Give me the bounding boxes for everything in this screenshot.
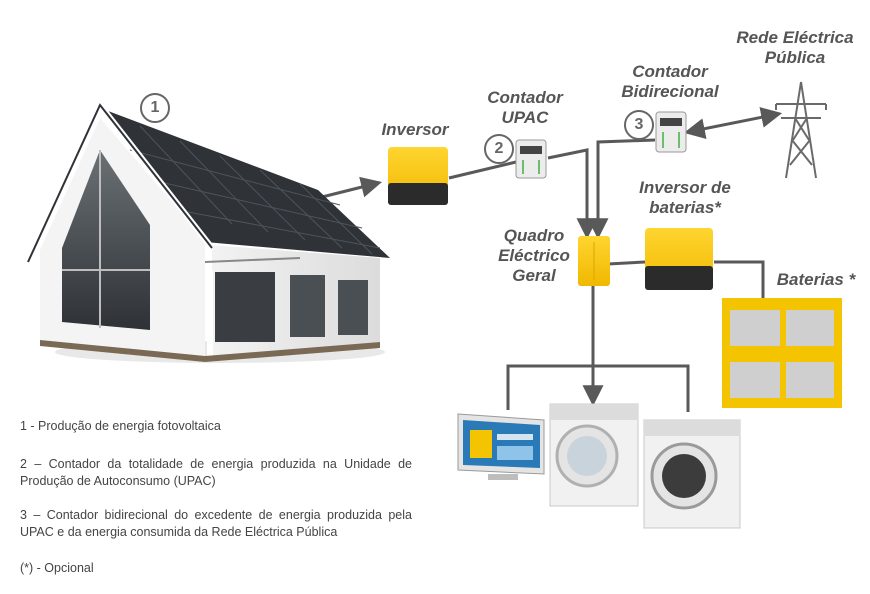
quadro-line-2: Eléctrico	[498, 246, 570, 265]
contador-upac-line-2: UPAC	[501, 108, 549, 127]
inversor-baterias-line-2: baterias*	[649, 198, 721, 217]
dryer-icon	[643, 419, 741, 529]
loads-bus-line	[506, 364, 690, 412]
washing-machine-icon	[549, 403, 639, 507]
inversor-baterias-label: Inversor de baterias*	[625, 178, 745, 218]
baterias-label: Baterias *	[776, 270, 856, 289]
inversor-baterias-line-1: Inversor de	[639, 178, 731, 197]
rede-label: Rede Eléctrica Pública	[725, 28, 865, 68]
contador-upac-line-1: Contador	[487, 88, 563, 107]
contador-bidirecional-line-1: Contador	[632, 62, 708, 81]
rede-line-2: Pública	[764, 48, 826, 67]
contador-upac-label: Contador UPAC	[470, 88, 580, 128]
meter-to-quadro-line	[547, 148, 598, 240]
upac-meter-icon	[515, 139, 547, 179]
contador-bidirecional-line-2: Bidirecional	[621, 82, 719, 101]
contador-bidirecional-label: Contador Bidirecional	[605, 62, 735, 102]
battery-inverter-icon	[645, 228, 713, 290]
house-icon	[25, 99, 390, 363]
quadro-line-1: Quadro	[503, 226, 565, 245]
house-to-inverter-line	[317, 176, 383, 200]
battery-inverter-to-batteries-line	[714, 260, 765, 298]
marker-2: 2	[484, 134, 514, 164]
pylon-icon	[775, 81, 827, 179]
monitor-icon	[457, 413, 545, 480]
quadro-line-3: Geral	[512, 266, 556, 285]
bidir-to-grid-line	[683, 106, 783, 140]
legend-item-3: 3 – Contador bidirecional do excedente d…	[20, 508, 412, 539]
legend-note: (*) - Opcional	[20, 561, 94, 575]
inverter-to-meter-line	[448, 160, 517, 180]
bidir-to-quadro-line	[587, 138, 656, 240]
quadro-to-battery-inverter-line	[607, 260, 646, 266]
marker-3: 3	[624, 110, 654, 140]
connection-lines	[317, 106, 783, 412]
legend-item-2: 2 – Contador da totalidade de energia pr…	[20, 457, 412, 488]
inverter-icon	[388, 147, 448, 205]
quadro-label: Quadro Eléctrico Geral	[488, 226, 580, 286]
rede-line-1: Rede Eléctrica	[736, 28, 854, 47]
distribution-panel-icon	[578, 236, 610, 286]
legend-item-1: 1 - Produção de energia fotovoltaica	[20, 419, 221, 433]
marker-1: 1	[140, 93, 170, 123]
inversor-label: Inversor	[381, 120, 449, 139]
battery-icon	[722, 298, 842, 408]
bidirectional-meter-icon	[655, 111, 687, 153]
